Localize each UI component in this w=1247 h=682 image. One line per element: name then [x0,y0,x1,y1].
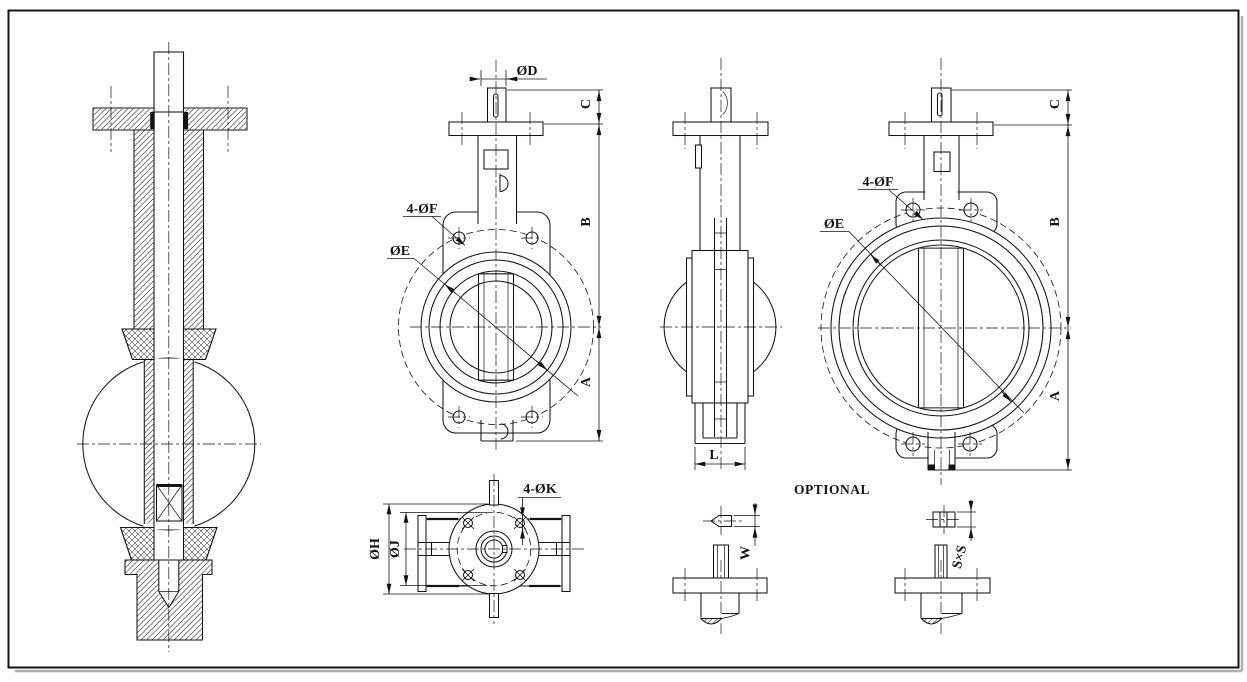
dim-label-seat-diameter: ØE [824,217,844,232]
frame-shadow [15,16,1244,673]
dimension-lines [733,503,760,546]
front-view-small: ØD C B A 4-ØF ØE [387,60,603,452]
key-stem-detail: W [672,503,768,634]
dim-label-a: A [1048,390,1063,401]
dim-label-b: B [579,217,594,226]
dim-label-bolt-holes: 4-ØF [862,175,893,190]
dimension-lines [383,497,561,595]
dim-label-outer-diameter: ØH [368,538,383,560]
dim-label-mount-holes: 4-ØK [523,482,557,497]
top-view: ØH ØJ 4-ØK [368,474,584,624]
dim-label-a: A [579,376,594,387]
bolt-holes [901,198,983,456]
dim-label-bolt-circle: ØJ [388,540,403,558]
section-view [77,42,261,652]
optional-note: OPTIONAL [794,482,870,497]
front-view-large: 4-ØF ØE C B A [818,58,1072,485]
dimension-lines [820,89,1072,471]
dim-label-c: C [579,99,594,109]
mount-holes [461,516,527,582]
dim-label-square-stem: S×S [950,544,971,571]
dim-label-bolt-holes: 4-ØF [406,202,437,217]
drawing-frame [7,9,1240,669]
dim-label-face-to-face: L [709,448,718,463]
dim-label-b: B [1048,217,1063,226]
dim-label-c: C [1048,99,1063,109]
dim-label-stem-diameter: ØD [517,64,538,79]
dim-label-seat-diameter: ØE [390,244,410,259]
dimension-lines [957,500,976,541]
dim-label-key-width: W [739,546,754,560]
square-stem-detail: S×S [894,500,991,634]
side-view: L [660,58,782,470]
dimension-lines [694,447,746,470]
dimension-lines [387,70,603,442]
